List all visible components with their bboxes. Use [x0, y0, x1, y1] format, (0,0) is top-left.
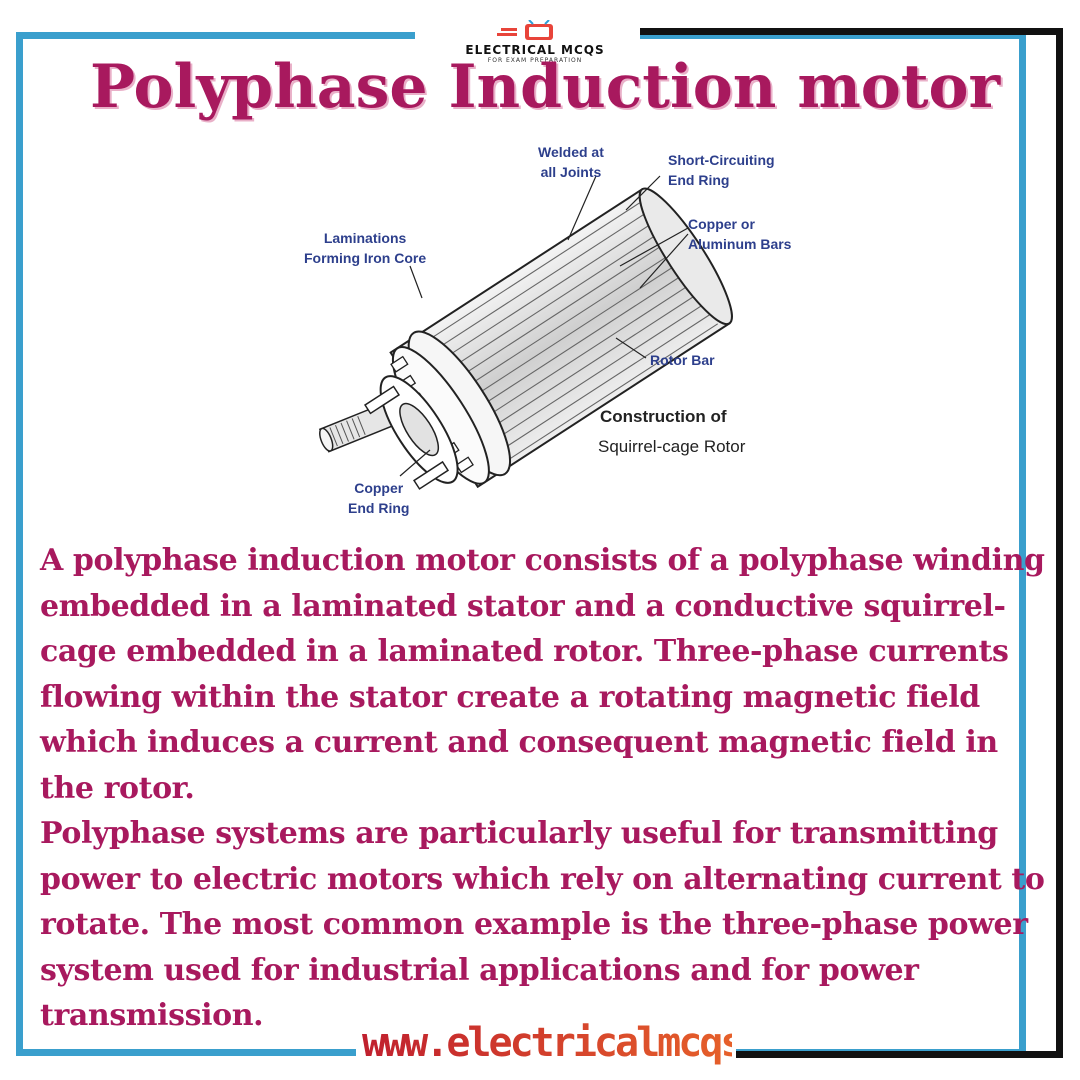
body-text: A polyphase induction motor consists of …: [40, 538, 1060, 1039]
logo-tagline: FOR EXAM PREPARATION: [487, 57, 583, 64]
site-logo: ELECTRICAL MCQS FOR EXAM PREPARATION: [440, 20, 630, 64]
callout-welded-text: Welded at all Joints: [538, 144, 604, 180]
border-frame-black-bottom: [735, 1051, 1063, 1058]
diagram-caption-line1: Construction of: [600, 407, 727, 426]
callout-laminations-text: Laminations Forming Iron Core: [304, 230, 427, 266]
squirrel-cage-rotor-illustration: [318, 175, 733, 490]
callout-copper-end-ring: Copper End Ring: [348, 478, 409, 518]
callout-bars-text: Copper or Aluminum Bars: [688, 216, 792, 252]
callout-rotor-bar: Rotor Bar: [650, 350, 715, 370]
diagram-caption-line2: Squirrel-cage Rotor: [598, 437, 746, 456]
body-paragraph-1: A polyphase induction motor consists of …: [40, 543, 1045, 806]
frame-gap-bottom: [356, 1030, 736, 1076]
page-title: Polyphase Induction motor: [90, 52, 1001, 122]
callout-rotor-bar-text: Rotor Bar: [650, 352, 715, 368]
footer-url[interactable]: www.electricalmcqs.com: [362, 1020, 829, 1066]
border-frame-black: [640, 28, 1063, 1058]
callout-bars: Copper or Aluminum Bars: [688, 214, 791, 254]
callout-welded-joints: Welded at all Joints: [538, 142, 604, 182]
callout-laminations: Laminations Forming Iron Core: [304, 228, 426, 268]
body-paragraph-2: Polyphase systems are particularly usefu…: [40, 816, 1045, 1033]
rotor-diagram: Welded at all Joints Short-Circuiting En…: [300, 138, 820, 528]
tv-monitor-icon: [497, 20, 553, 40]
callout-short-circuiting-end-ring: Short-Circuiting End Ring: [668, 150, 775, 190]
logo-name: ELECTRICAL MCQS: [465, 43, 605, 57]
callout-end-ring-text: Short-Circuiting End Ring: [668, 152, 775, 188]
callout-copper-end-ring-text: Copper End Ring: [348, 480, 410, 516]
